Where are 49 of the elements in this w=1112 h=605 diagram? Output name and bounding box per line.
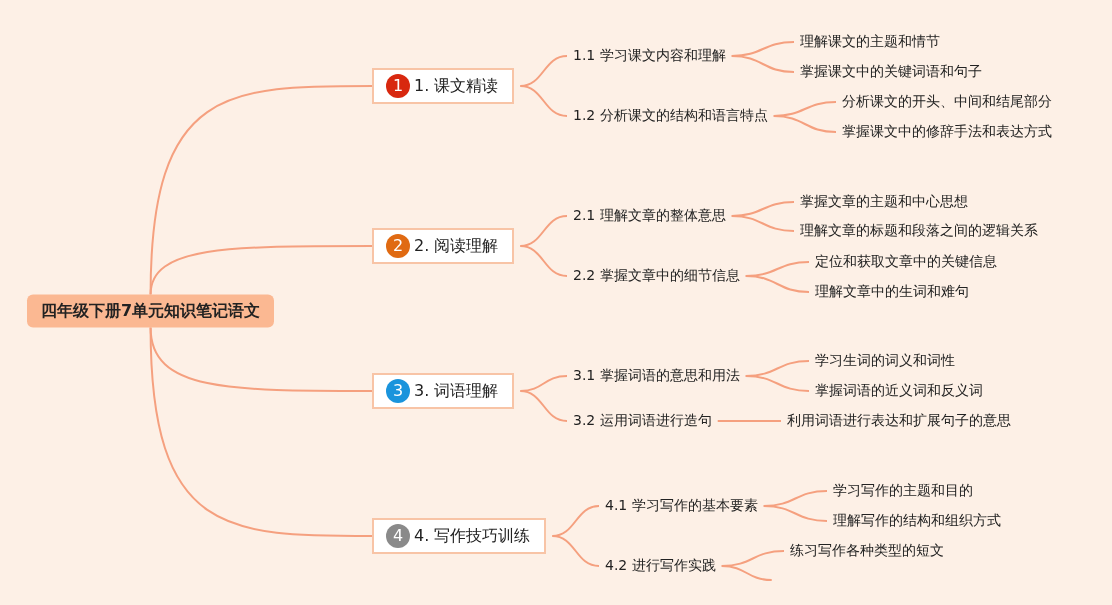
subtopic-label: 3.2 运用词语进行造句 <box>573 410 712 432</box>
branch-line <box>730 215 795 232</box>
branch-line <box>720 565 773 581</box>
number-badge: 3 <box>386 379 410 403</box>
branch-line <box>762 505 828 522</box>
branch-label: 4. 写作技巧训练 <box>414 525 531 547</box>
leaf-label: 掌握课文中的修辞手法和表达方式 <box>842 121 1052 143</box>
branch-line <box>551 535 600 567</box>
branch-line <box>519 390 568 422</box>
number-badge: 4 <box>386 524 410 548</box>
subtopic-label: 1.1 学习课文内容和理解 <box>573 45 726 67</box>
leaf-label: 理解写作的结构和组织方式 <box>833 510 1001 532</box>
branch-label: 1. 课文精读 <box>414 75 499 97</box>
leaf-label: 练习写作各种类型的短文 <box>790 540 944 562</box>
branch-line <box>716 420 782 422</box>
subtopic-label: 1.2 分析课文的结构和语言特点 <box>573 105 768 127</box>
subtopic-label: 4.1 学习写作的基本要素 <box>605 495 758 517</box>
branch-box <box>372 228 515 264</box>
leaf-label: 利用词语进行表达和扩展句子的意思 <box>787 410 1011 432</box>
leaf-label: 理解课文的主题和情节 <box>800 31 940 53</box>
branch-label: 3. 词语理解 <box>414 380 499 402</box>
leaf-label: 理解文章中的生词和难句 <box>815 281 969 303</box>
branch-box <box>372 373 515 409</box>
number-badge: 2 <box>386 234 410 258</box>
subtopic-label: 4.2 进行写作实践 <box>605 555 716 577</box>
branch-line <box>744 375 810 392</box>
subtopic-label: 2.2 掌握文章中的细节信息 <box>573 265 740 287</box>
subtopic-label: 3.1 掌握词语的意思和用法 <box>573 365 740 387</box>
number-badge: 1 <box>386 74 410 98</box>
branch-line <box>149 245 373 296</box>
leaf-label: 学习生词的词义和词性 <box>815 350 955 372</box>
leaf-label: 掌握文章的主题和中心思想 <box>800 191 968 213</box>
subtopic-label: 2.1 理解文章的整体意思 <box>573 205 726 227</box>
topic-box: 四年级下册7单元知识笔记语文 <box>27 294 275 328</box>
branch-box <box>372 68 515 104</box>
leaf-label: 学习写作的主题和目的 <box>833 480 973 502</box>
branch-box <box>372 518 547 554</box>
leaf-label: 掌握课文中的关键词语和句子 <box>800 61 982 83</box>
leaf-label: 分析课文的开头、中间和结尾部分 <box>842 91 1052 113</box>
branch-line <box>744 275 810 293</box>
branch-line <box>772 115 837 133</box>
branch-label: 2. 阅读理解 <box>414 235 499 257</box>
branch-line <box>730 55 795 73</box>
leaf-label: 定位和获取文章中的关键信息 <box>815 251 997 273</box>
leaf-label: 理解文章的标题和段落之间的逻辑关系 <box>800 220 1038 242</box>
leaf-label: 掌握词语的近义词和反义词 <box>815 380 983 402</box>
branch-line <box>149 326 373 537</box>
branch-line <box>519 85 568 117</box>
branch-line <box>519 245 568 277</box>
